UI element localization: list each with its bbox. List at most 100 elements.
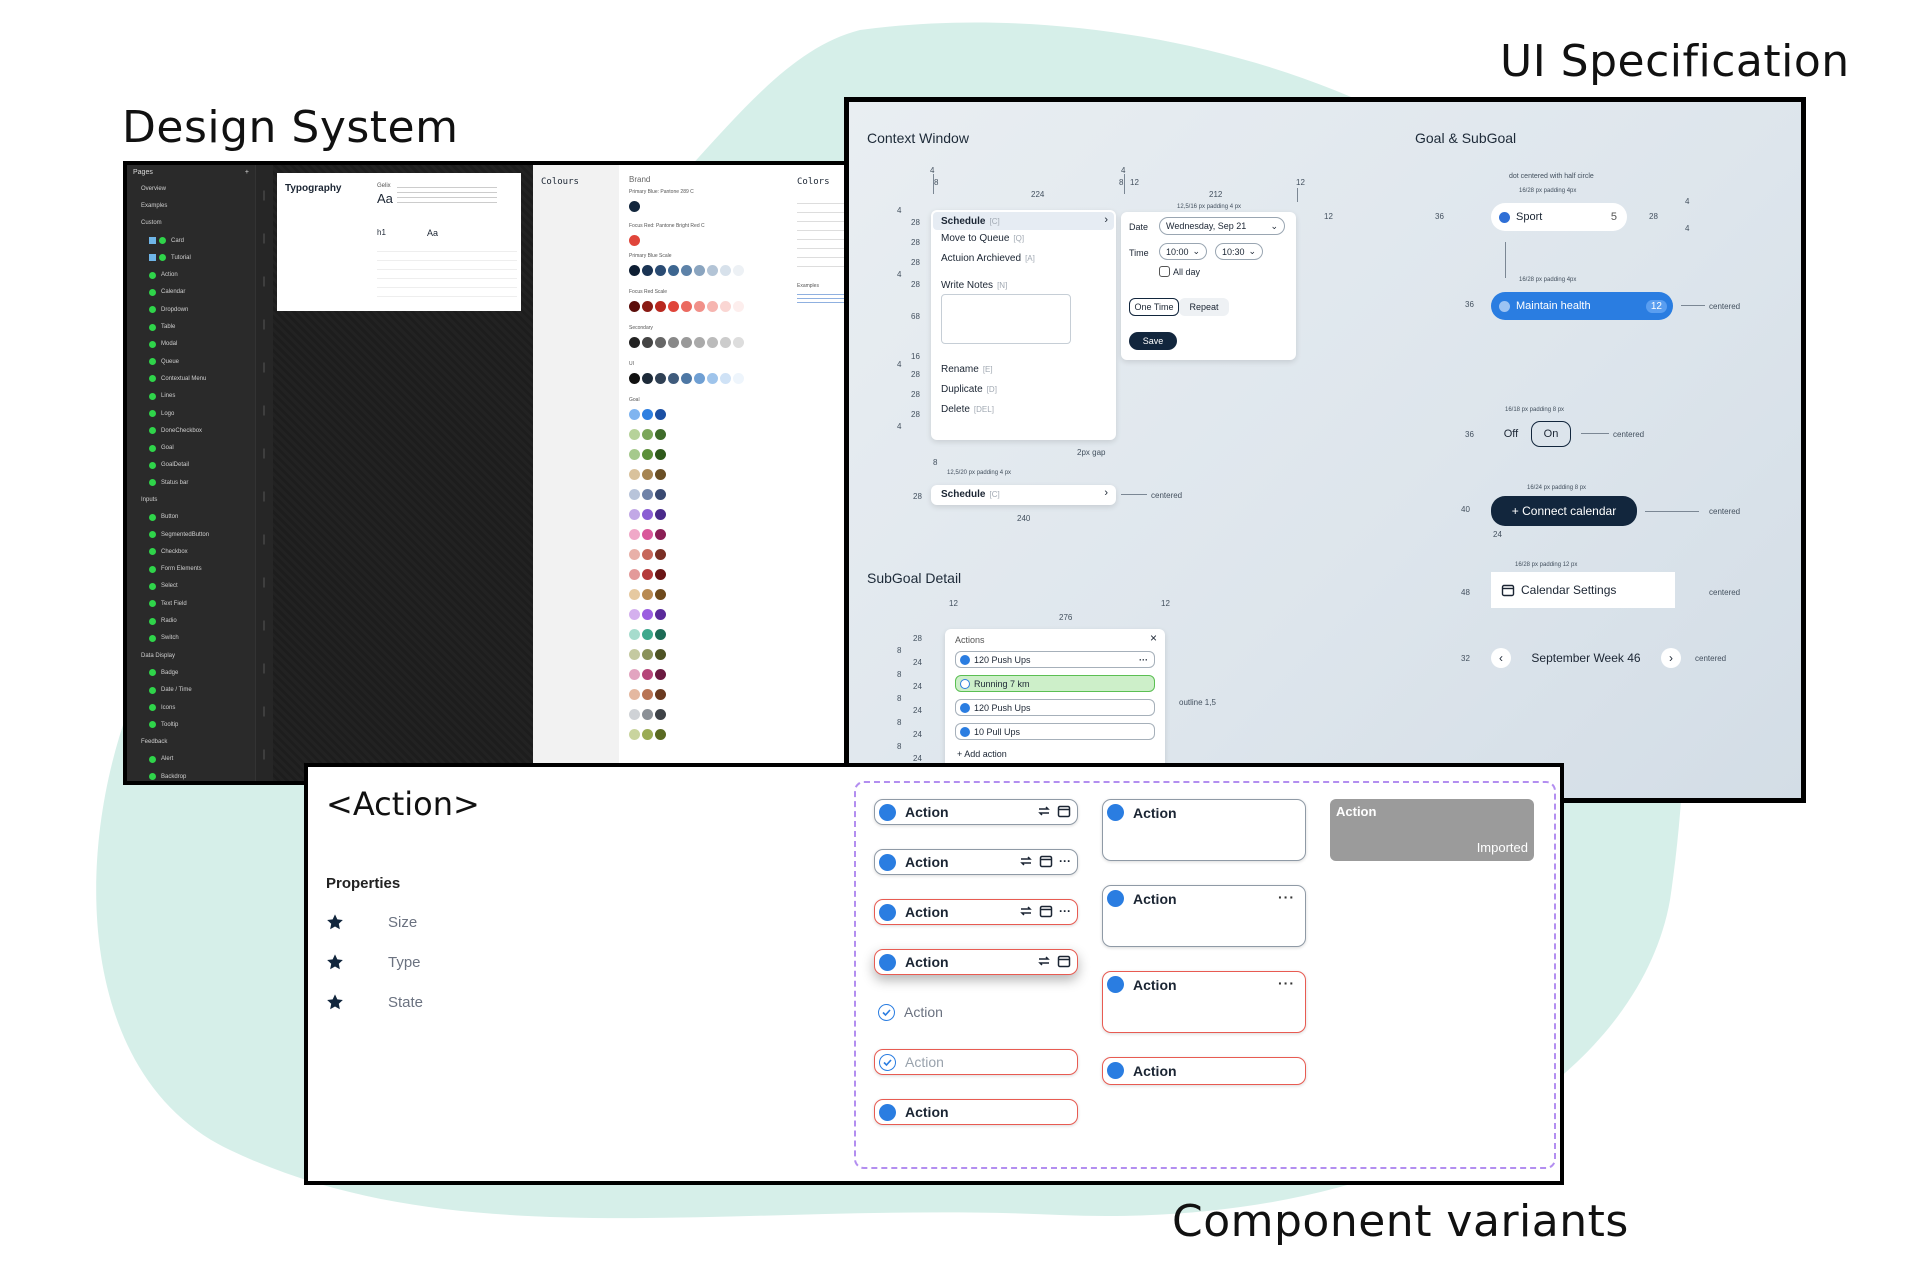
notes-textarea[interactable] xyxy=(941,294,1071,344)
menu-item-rename[interactable]: Rename[E] xyxy=(941,364,993,375)
off-on-switch[interactable]: Off On xyxy=(1491,420,1575,448)
page-item[interactable]: Examples xyxy=(141,202,168,209)
off-segment[interactable]: Off xyxy=(1503,428,1519,440)
action-dot-icon xyxy=(879,1103,896,1121)
add-action-button[interactable]: + Add action xyxy=(957,749,1007,759)
subgoal-action-item[interactable]: 120 Push Ups xyxy=(955,699,1155,716)
next-week-icon[interactable]: › xyxy=(1660,648,1681,668)
repeat-segment[interactable]: Repeat xyxy=(1179,298,1229,316)
page-item[interactable]: Tutorial xyxy=(127,249,255,266)
all-day-checkbox[interactable] xyxy=(1159,266,1170,277)
connect-calendar-button[interactable]: + Connect calendar xyxy=(1491,496,1637,526)
schedule-row[interactable]: Schedule[C] › xyxy=(931,485,1116,505)
page-item[interactable]: Table xyxy=(127,318,255,335)
subgoal-action-item[interactable]: Running 7 km xyxy=(955,675,1155,692)
page-item[interactable]: DoneCheckbox xyxy=(127,422,255,439)
color-swatch xyxy=(668,301,679,312)
action-variant[interactable]: Action xyxy=(874,799,1078,825)
action-dot-icon xyxy=(879,953,896,971)
dim-label: 28 xyxy=(911,258,920,267)
page-item[interactable]: Goal xyxy=(127,439,255,456)
menu-item-schedule[interactable]: Schedule[C] xyxy=(941,216,1000,227)
action-variant[interactable]: Action··· xyxy=(874,899,1078,925)
action-card-variant[interactable]: Action xyxy=(1102,1057,1306,1085)
page-item[interactable]: Dropdown xyxy=(127,301,255,318)
date-select[interactable]: Wednesday, Sep 21⌄ xyxy=(1159,217,1285,235)
one-time-segment[interactable]: One Time xyxy=(1129,298,1179,316)
color-swatch xyxy=(629,469,640,480)
action-variant[interactable]: Action xyxy=(874,1099,1078,1125)
page-item[interactable]: Backdrop xyxy=(127,768,255,781)
color-swatch xyxy=(707,337,718,348)
context-window-heading: Context Window xyxy=(867,130,969,146)
previous-week-icon[interactable]: ‹ xyxy=(1491,648,1511,668)
page-item[interactable]: Queue xyxy=(127,353,255,370)
action-dot-icon xyxy=(879,803,896,821)
page-item[interactable]: Date / Time xyxy=(127,682,255,699)
calendar-settings-row[interactable]: Calendar Settings xyxy=(1491,572,1675,608)
page-item[interactable]: Contextual Menu xyxy=(127,370,255,387)
page-item[interactable]: GoalDetail xyxy=(127,457,255,474)
menu-item-move-to-queue[interactable]: Move to Queue[Q] xyxy=(941,233,1025,244)
page-item[interactable]: Alert xyxy=(127,751,255,768)
on-segment[interactable]: On xyxy=(1531,421,1571,447)
page-item[interactable]: Badge xyxy=(127,664,255,681)
page-item[interactable]: Card xyxy=(127,232,255,249)
dim-label: 12,5/16 px padding 4 px xyxy=(1177,204,1242,210)
page-item[interactable]: Checkbox xyxy=(127,543,255,560)
page-item[interactable]: Overview xyxy=(141,185,167,192)
time-from-select[interactable]: 10:00⌄ xyxy=(1159,243,1207,260)
menu-item-delete[interactable]: Delete[DEL] xyxy=(941,404,994,415)
page-item[interactable]: Modal xyxy=(127,336,255,353)
dim-label: centered xyxy=(1709,302,1741,311)
page-item[interactable]: Logo xyxy=(127,405,255,422)
action-variant[interactable]: Action xyxy=(874,1049,1078,1075)
goal-pill-maintain-health[interactable]: Maintain health 12 xyxy=(1491,292,1673,320)
page-item[interactable]: Calendar xyxy=(127,284,255,301)
color-swatch xyxy=(642,689,653,700)
action-variant[interactable]: Action xyxy=(874,949,1078,975)
page-item[interactable]: Action xyxy=(127,266,255,283)
menu-item-archieved[interactable]: Actuion Archieved[A] xyxy=(941,253,1035,264)
page-item[interactable]: Lines xyxy=(127,388,255,405)
time-label: Time xyxy=(1129,248,1149,258)
page-item[interactable]: Select xyxy=(127,578,255,595)
property-item[interactable]: State xyxy=(326,993,423,1011)
subgoal-action-item[interactable]: 10 Pull Ups xyxy=(955,723,1155,740)
focus-red-label: Focus Red: Pantone Bright Red C xyxy=(629,223,705,229)
goal-swatch-row xyxy=(629,449,666,460)
property-item[interactable]: Type xyxy=(326,953,421,971)
action-card-variant[interactable]: Action··· xyxy=(1102,885,1306,947)
goal-label: Goal xyxy=(629,397,640,403)
page-item[interactable]: Inputs xyxy=(141,496,158,503)
color-swatch xyxy=(655,549,666,560)
property-item[interactable]: Size xyxy=(326,913,417,931)
add-page-icon[interactable]: + xyxy=(244,169,249,176)
page-item[interactable]: Status bar xyxy=(127,474,255,491)
page-item[interactable]: SegmentedButton xyxy=(127,526,255,543)
action-variant[interactable]: Action xyxy=(874,999,1078,1025)
more-icon: ··· xyxy=(1139,654,1148,665)
action-variant[interactable]: Action··· xyxy=(874,849,1078,875)
page-item[interactable]: Form Elements xyxy=(127,561,255,578)
page-item[interactable]: Tooltip xyxy=(127,716,255,733)
page-item[interactable]: Data Display xyxy=(141,652,176,659)
page-item[interactable]: Feedback xyxy=(141,739,168,746)
subgoal-action-item[interactable]: 120 Push Ups··· xyxy=(955,651,1155,668)
time-to-select[interactable]: 10:30⌄ xyxy=(1215,243,1263,260)
typography-frame[interactable]: Typography Gelix Aa h1 Aa xyxy=(277,173,521,311)
page-item[interactable]: Icons xyxy=(127,699,255,716)
page-item[interactable]: Custom xyxy=(141,220,162,227)
goal-pill-sport[interactable]: Sport 5 xyxy=(1491,203,1627,231)
action-card-variant[interactable]: Action xyxy=(1102,799,1306,861)
save-button[interactable]: Save xyxy=(1129,332,1177,350)
page-item[interactable]: Radio xyxy=(127,612,255,629)
page-item[interactable]: Text Field xyxy=(127,595,255,612)
close-icon[interactable]: × xyxy=(1149,631,1157,645)
dim-label: 4 xyxy=(897,422,902,431)
page-item[interactable]: Button xyxy=(127,509,255,526)
action-card-variant[interactable]: Action··· xyxy=(1102,971,1306,1033)
page-item[interactable]: Switch xyxy=(127,630,255,647)
menu-item-duplicate[interactable]: Duplicate[D] xyxy=(941,384,997,395)
